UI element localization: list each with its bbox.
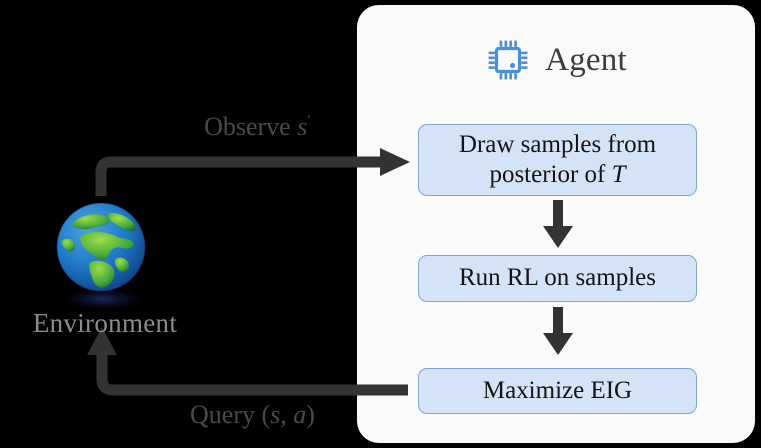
step-draw-samples[interactable]: Draw samples from posterior of T	[418, 124, 697, 196]
step-run-rl[interactable]: Run RL on samples	[418, 255, 697, 302]
query-label-variable-a: a	[293, 400, 307, 429]
query-label-comma: ,	[280, 400, 294, 429]
query-label-close-paren: )	[306, 400, 315, 429]
observe-label-variable-s: s	[297, 112, 308, 141]
step-draw-samples-line2-prefix: posterior of	[489, 161, 612, 188]
environment-label: Environment	[32, 308, 178, 338]
observe-label-prefix: Observe	[204, 112, 298, 141]
agent-header: Agent	[357, 28, 755, 92]
arrow-rl-to-eig	[540, 307, 576, 362]
query-label-prefix: Query	[190, 400, 262, 429]
step-draw-samples-line1: Draw samples from	[458, 130, 657, 158]
query-edge-label: Query (s, a)	[135, 400, 370, 430]
query-label-variable-s: s	[270, 400, 281, 429]
step-maximize-eig-label: Maximize EIG	[482, 376, 633, 404]
agent-title: Agent	[545, 41, 627, 78]
step-maximize-eig[interactable]: Maximize EIG	[418, 368, 697, 414]
cpu-chip-icon	[485, 37, 531, 83]
step-run-rl-label: Run RL on samples	[459, 264, 656, 292]
step-draw-samples-label: Draw samples from posterior of T	[459, 130, 656, 191]
query-label-open-paren: (	[261, 400, 271, 429]
observe-label-prime: ′	[307, 112, 311, 130]
globe-earth-icon	[43, 196, 163, 316]
observe-edge-label: Observe s′	[150, 112, 365, 142]
step-draw-samples-variable-T: T	[611, 161, 626, 188]
arrow-draw-to-rl	[540, 200, 576, 255]
